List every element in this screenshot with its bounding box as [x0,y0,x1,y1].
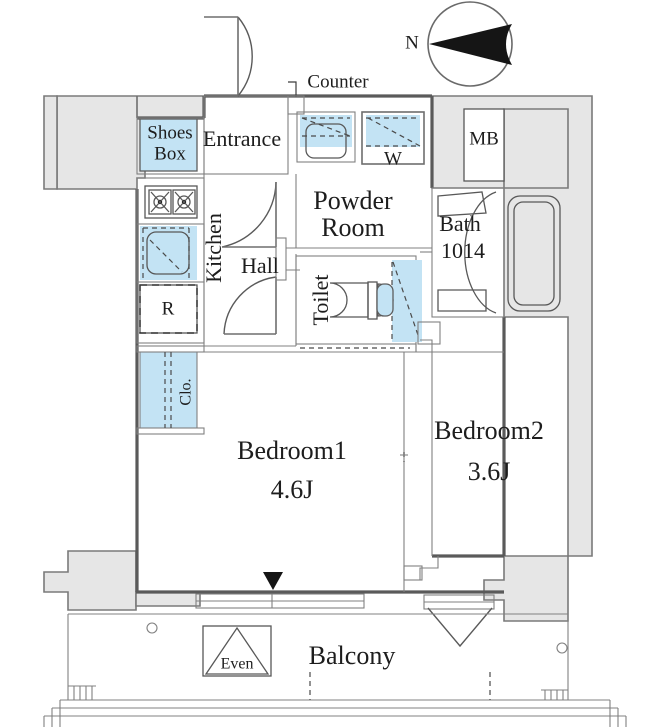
toilet-label: Toilet [308,274,333,325]
bath-label-line2: 1014 [441,238,485,263]
entrance-label: Entrance [203,126,281,151]
refrigerator-icon [139,284,198,334]
balcony-drain-right [556,642,568,654]
wash-basin-icon [305,123,347,159]
balcony-label: Balcony [309,641,396,670]
bedroom1-name-label: Bedroom1 [237,436,347,465]
closet-fixture [136,345,205,435]
hall-area [203,174,300,347]
kitchen-area [136,177,205,344]
bedroom2-name-label: Bedroom2 [434,416,544,445]
bedroom2-balcony-door [403,556,495,648]
bedroom1-area [204,351,408,592]
bathtub-icon [507,195,561,312]
refrigerator-label: R [162,298,175,319]
powder-room-label-line2: Room [321,213,385,242]
toilet-bowl-icon [329,282,369,318]
bath-label-line1: Bath [439,211,481,236]
balcony-drain-left [146,622,158,634]
toilet-area [295,254,441,353]
building-shell [43,95,593,622]
shoes-box-fixture [136,117,205,175]
closet-label: Clo. [178,378,195,405]
compass-rose [427,1,513,87]
counter-label: Counter [307,71,369,92]
washing-machine-icon [361,111,425,165]
bath-area [420,187,561,318]
meter-box-label: MB [469,128,499,149]
washer-label: W [384,148,402,169]
powder-room-label-line1: Powder [313,186,393,215]
kitchen-label: Kitchen [201,213,226,283]
hall-label: Hall [241,253,279,278]
bedroom2-area-label: 3.6J [468,457,511,486]
entrance-area [203,16,289,175]
entry-direction-arrow [263,572,283,590]
compass-needle-icon [429,24,512,65]
balcony-area [43,613,627,727]
bedroom2-area [431,351,504,556]
evacuation-hatch-label: Even [221,656,254,673]
counter-annotation [287,81,305,115]
evacuation-hatch-icon [202,625,272,677]
compass-north-label: N [405,32,419,53]
shoes-box-label-line2: Box [154,143,186,164]
powder-room-area [295,111,432,249]
bedroom1-area-label: 4.6J [271,475,314,504]
bedroom1-balcony-door [195,572,365,609]
shoes-box-label-line1: Shoes [147,122,192,143]
stove-burners [148,189,196,215]
kitchen-sink-icon [146,231,190,275]
